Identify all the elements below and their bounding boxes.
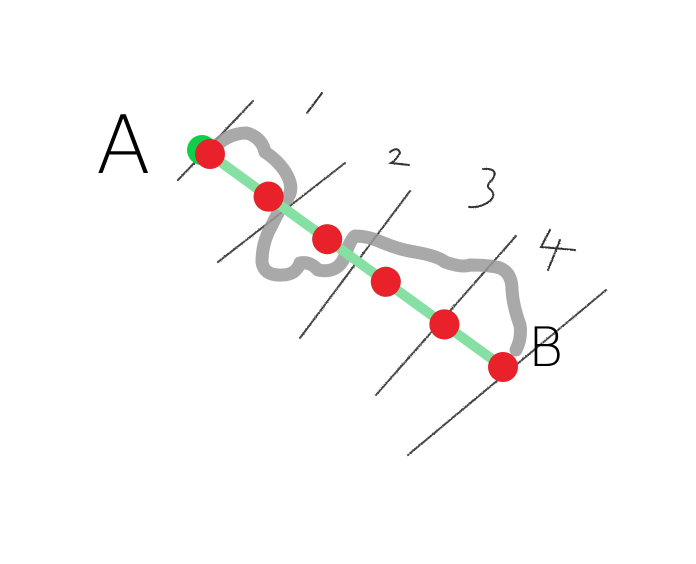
straight-path-icon bbox=[199, 145, 508, 372]
start-label: A bbox=[96, 99, 151, 192]
number-mark-2 bbox=[387, 148, 410, 166]
red-point bbox=[312, 224, 343, 255]
number-mark-3 bbox=[468, 167, 496, 209]
number-mark-1 bbox=[306, 92, 323, 114]
number-mark-4 bbox=[539, 229, 576, 271]
red-point bbox=[488, 352, 518, 382]
hatch-number-marks bbox=[306, 92, 576, 271]
wiggly-path-icon bbox=[203, 126, 527, 357]
red-point bbox=[429, 309, 460, 340]
red-point bbox=[370, 266, 401, 297]
path-points bbox=[187, 135, 518, 382]
red-point bbox=[253, 181, 284, 212]
red-point bbox=[195, 139, 225, 169]
end-label: B bbox=[528, 316, 563, 379]
